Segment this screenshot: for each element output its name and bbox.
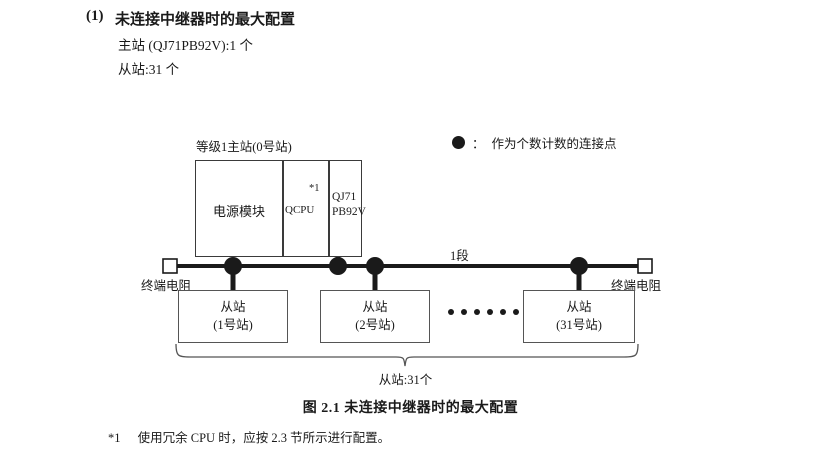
figure-caption: 图 2.1 未连接中继器时的最大配置 xyxy=(302,401,519,416)
ellipsis-dot xyxy=(500,309,506,315)
segment-label: 1段 xyxy=(450,249,469,263)
ellipsis-dots xyxy=(448,309,519,315)
terminating-resistor-left-label: 终端电阻 xyxy=(141,279,192,293)
slave-station-2-number: (2号站) xyxy=(355,317,395,332)
legend: ： 作为个数计数的连接点 xyxy=(452,133,617,152)
ellipsis-dot xyxy=(474,309,480,315)
module-qj71pb92v[interactable] xyxy=(329,160,362,257)
slave-group-caption: 从站:31个 xyxy=(0,369,821,388)
heading-number: (1) xyxy=(86,8,104,24)
module-qcpu[interactable] xyxy=(283,160,329,257)
module-qj71pb92v-label-line2: PB92V xyxy=(332,206,366,218)
connection-node-master xyxy=(329,257,347,275)
connection-node-slave-31 xyxy=(570,257,588,275)
ellipsis-dot xyxy=(448,309,454,315)
slave-station-2[interactable]: 从站 (2号站) xyxy=(320,290,430,343)
slave-station-31-number: (31号站) xyxy=(556,317,602,332)
slave-group-caption-text: 从站:31个 xyxy=(378,373,433,387)
module-power-supply-label: 电源模块 xyxy=(212,204,265,219)
ellipsis-dot xyxy=(487,309,493,315)
footnote-mark: *1 xyxy=(108,431,121,445)
spec-master-count: 主站 (QJ71PB92V):1 个 xyxy=(118,38,254,53)
module-qj71pb92v-label-line1: QJ71 xyxy=(332,191,357,203)
terminating-resistor-right-label: 终端电阻 xyxy=(611,279,662,293)
footnote: *1 使用冗余 CPU 时，应按 2.3 节所示进行配置。 xyxy=(108,427,390,446)
page-title: 未连接中继器时的最大配置 xyxy=(115,12,296,28)
module-power-supply[interactable] xyxy=(195,160,283,257)
slave-station-2-title: 从站 xyxy=(362,299,388,314)
filled-circle-icon xyxy=(452,136,465,149)
slave-station-1[interactable]: 从站 (1号站) xyxy=(178,290,288,343)
ellipsis-dot xyxy=(513,309,519,315)
slave-station-1-title: 从站 xyxy=(220,299,246,314)
legend-separator: ： xyxy=(472,137,485,151)
module-qcpu-footnote-mark: *1 xyxy=(309,183,320,194)
spec-slave-count: 从站:31 个 xyxy=(118,62,180,77)
slave-station-31-title: 从站 xyxy=(566,299,592,314)
master-station-label: 等级1主站(0号站) xyxy=(196,140,292,154)
footnote-text: 使用冗余 CPU 时，应按 2.3 节所示进行配置。 xyxy=(137,431,391,445)
slave-station-31[interactable]: 从站 (31号站) xyxy=(523,290,635,343)
connection-node-slave-2 xyxy=(366,257,384,275)
connection-node-slave-1 xyxy=(224,257,242,275)
ellipsis-dot xyxy=(461,309,467,315)
slave-station-1-number: (1号站) xyxy=(213,317,253,332)
terminating-resistor-left-icon xyxy=(162,258,178,274)
grouping-brace xyxy=(175,343,639,367)
legend-label: 作为个数计数的连接点 xyxy=(491,137,617,151)
module-qcpu-label: QCPU xyxy=(285,204,315,216)
terminating-resistor-right-icon xyxy=(637,258,653,274)
